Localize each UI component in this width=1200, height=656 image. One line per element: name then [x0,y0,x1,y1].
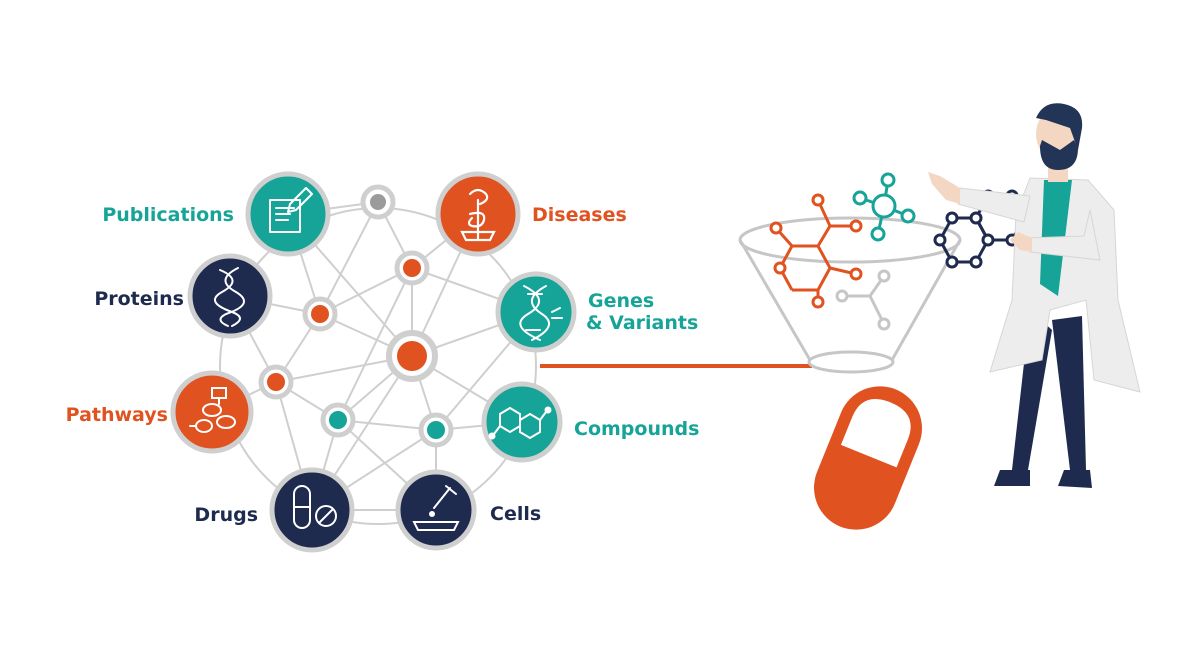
document-pen-icon [269,187,313,233]
capsule-pill-icon [293,485,337,529]
compounds-node [481,381,563,463]
label-drugs: Drugs [194,504,258,526]
pathway-flow-icon [189,387,236,433]
pharmacy-snake-icon [460,188,496,242]
orange-molecule [769,193,863,309]
label-variants: & Variants [586,312,699,334]
diseases-node [435,171,521,257]
label-proteins: Proteins [94,288,184,310]
label-pathways: Pathways [65,404,168,426]
publications-node [245,171,331,257]
teal-molecule [852,172,916,242]
hexagon-molecule-icon [488,406,552,440]
dna-icon [519,285,563,341]
genes-node [495,271,577,353]
small-nodes [258,184,454,448]
scientist-figure [928,103,1141,488]
proteins-node [187,253,273,339]
gray-molecule [835,269,891,331]
pipette-dish-icon [412,485,460,531]
label-cells: Cells [490,503,542,525]
label-publications: Publications [102,204,234,226]
pathways-node [170,370,254,454]
label-compounds: Compounds [574,418,700,440]
label-genes: Genes [588,290,655,312]
drugs-node [269,467,355,553]
cells-node [395,469,477,551]
label-diseases: Diseases [532,204,627,226]
protein-helix-icon [213,267,245,327]
capsule-icon [814,386,922,530]
